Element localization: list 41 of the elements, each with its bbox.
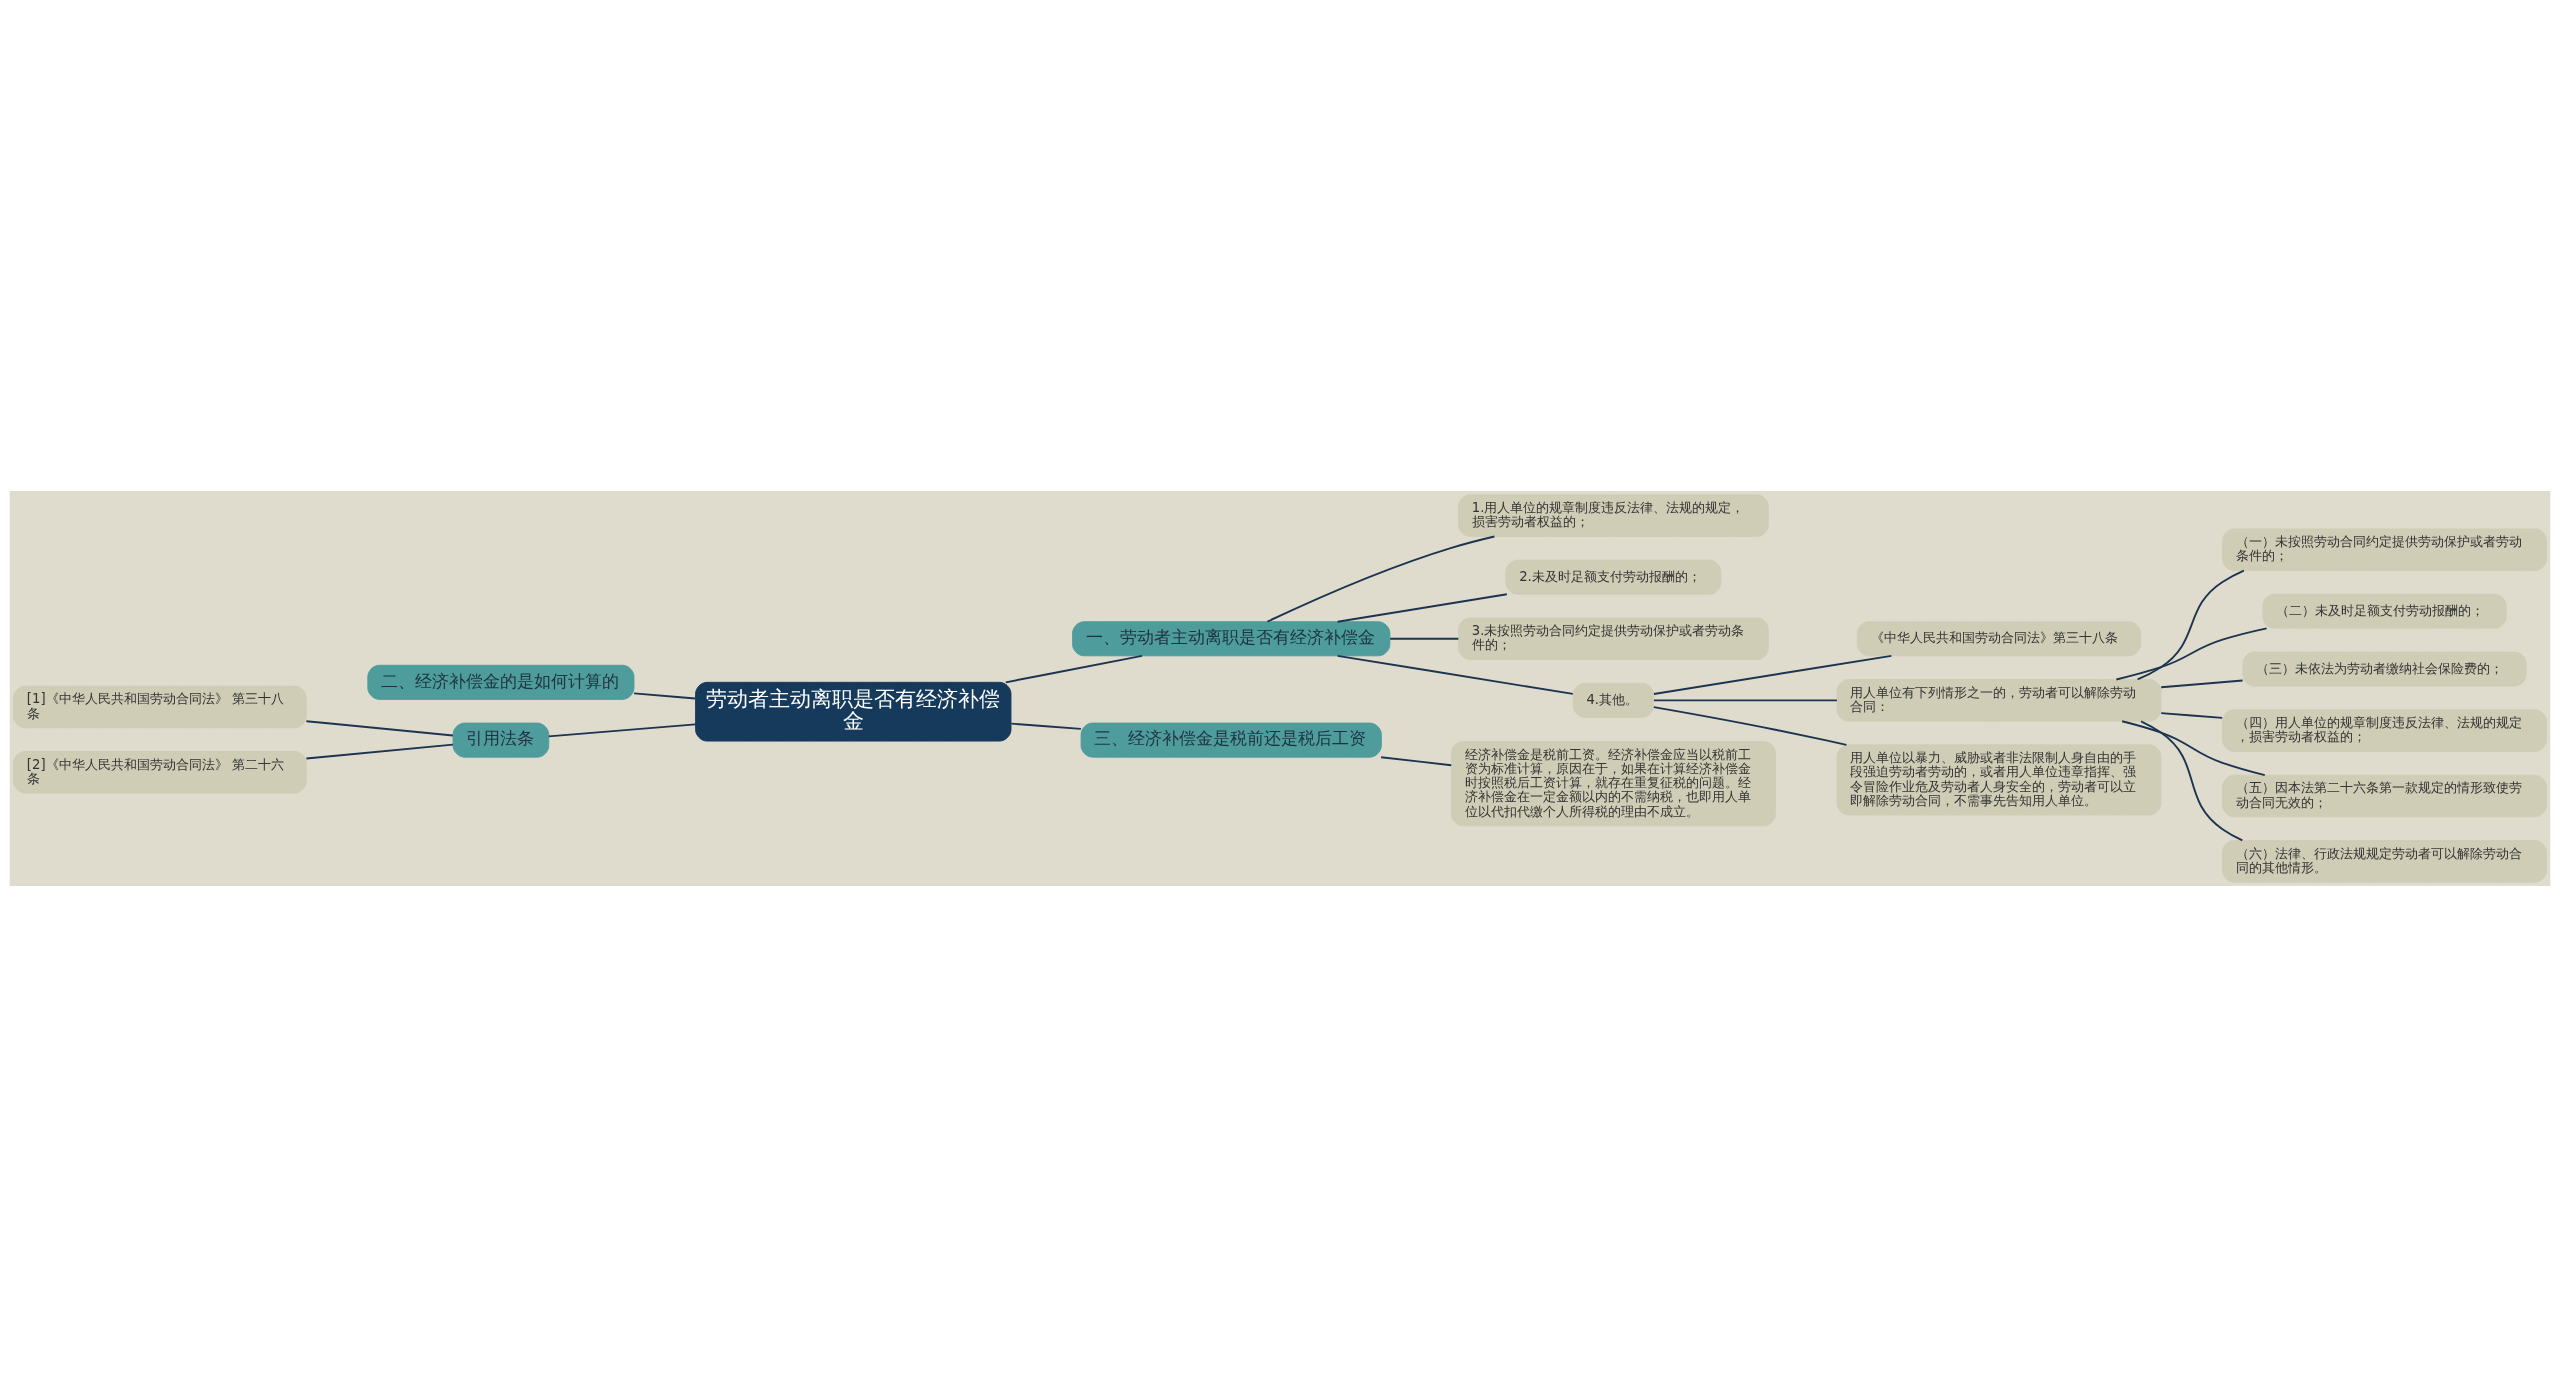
connector [1266, 535, 1496, 623]
connector [547, 723, 697, 737]
node-box: （四）用人单位的规章制度违反法律、法规的规定，损害劳动者权益的； [2222, 708, 2547, 752]
node-box: （二）未及时足额支付劳动报酬的； [2262, 593, 2507, 629]
connector [2140, 719, 2244, 841]
node-box: 4.其他。 [1572, 682, 1655, 718]
node-box: （一）未按照劳动合同约定提供劳动保护或者劳动条件的； [2222, 527, 2547, 571]
node-box: 劳动者主动离职是否有经济补偿金 [695, 681, 1012, 742]
node-box: 2.未及时足额支付劳动报酬的； [1505, 559, 1722, 595]
node-box: 一、劳动者主动离职是否有经济补偿金 [1072, 620, 1391, 656]
connector [1380, 755, 1453, 766]
node-box: （六）法律、行政法规规定劳动者可以解除劳动合同的其他情形。 [2222, 839, 2547, 883]
connector [1336, 654, 1574, 695]
connector [633, 692, 697, 699]
connector [2115, 627, 2268, 680]
node-box: （五）因本法第二十六条第一款规定的情形致使劳动合同无效的； [2222, 774, 2547, 817]
connector [1336, 592, 1508, 623]
connector [1010, 722, 1082, 730]
connector [1653, 654, 1893, 695]
node-box: 二、经济补偿金的是如何计算的 [367, 664, 635, 700]
node-box: 3.未按照劳动合同约定提供劳动保护或者劳动条件的； [1458, 616, 1769, 660]
connector [2160, 711, 2224, 719]
node-box: 经济补偿金是税前工资。经济补偿金应当以税前工资为标准计算，原因在于，如果在计算经济补偿金时按照税后工资计算，就存在重复征税的问题。经济补偿金在一定金额以内的不需纳税，也即用人单位以代扣代缴个人所得税的理由不成立。 [1450, 740, 1776, 826]
node-box: [1]《中华人民共和国劳动合同法》 第三十八条 [13, 685, 307, 728]
node-box: 《中华人民共和国劳动合同法》第三十八条 [1856, 620, 2142, 656]
connector [1652, 705, 1848, 746]
node-box: （三）未依法为劳动者缴纳社会保险费的； [2242, 651, 2527, 687]
connector [2160, 679, 2244, 688]
node-box: 1.用人单位的规章制度违反法律、法规的规定，损害劳动者权益的； [1458, 493, 1769, 537]
node-box: 用人单位有下列情形之一的，劳动者可以解除劳动合同： [1836, 678, 2162, 722]
connector [1389, 637, 1460, 640]
connector [305, 719, 454, 736]
connector [2136, 569, 2245, 680]
connector [1653, 698, 1838, 701]
node-box: 三、经济补偿金是税前还是税后工资 [1080, 722, 1382, 758]
connector [1004, 654, 1144, 683]
node-box: 引用法条 [452, 722, 550, 758]
node-box: [2]《中华人民共和国劳动合同法》 第二十六条 [13, 750, 307, 794]
node-box: 用人单位以暴力、威胁或者非法限制人身自由的手段强迫劳动者劳动的，或者用人单位违章指挥、强令冒险作业危及劳动者人身安全的，劳动者可以立即解除劳动合同，不需事先告知用人单位。 [1836, 743, 2162, 815]
connector [305, 743, 454, 759]
connector [2121, 719, 2266, 776]
